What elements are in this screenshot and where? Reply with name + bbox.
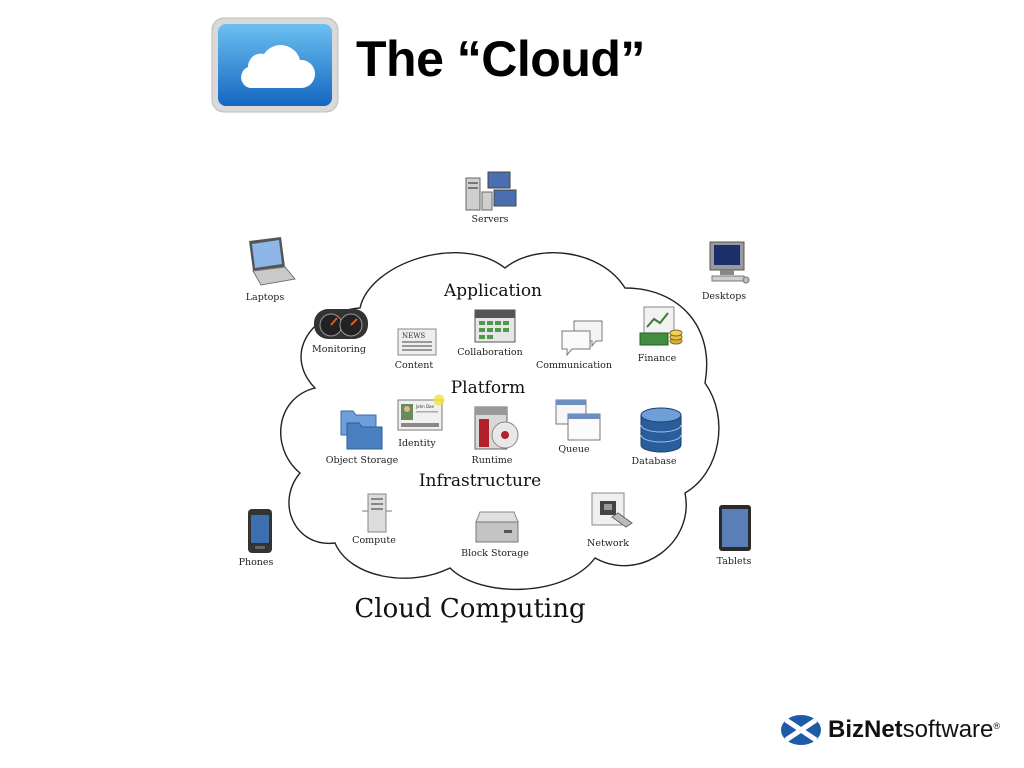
identity-label: Identity xyxy=(398,438,436,449)
phones-label: Phones xyxy=(238,557,274,568)
brand-registered-mark: ® xyxy=(993,721,1001,731)
communication-label: Communication xyxy=(536,360,612,371)
network-jack-icon xyxy=(590,491,636,539)
monitoring-label: Monitoring xyxy=(312,344,366,355)
svg-text:NEWS: NEWS xyxy=(402,332,425,340)
network-label: Network xyxy=(587,538,629,549)
chat-bubbles-icon xyxy=(560,319,604,361)
content-label: Content xyxy=(394,360,434,371)
compute-label: Compute xyxy=(352,535,396,546)
id-card-icon: John Doe xyxy=(397,394,447,436)
block-storage-label: Block Storage xyxy=(461,548,529,559)
monitoring-icon xyxy=(313,305,369,345)
phone-icon xyxy=(247,508,273,558)
svg-text:John Doe: John Doe xyxy=(415,404,434,409)
biznet-software-logo: BizNetsoftware® xyxy=(780,714,1000,746)
layer-platform: Platform xyxy=(450,378,526,398)
brand-name-regular: software xyxy=(902,716,994,743)
hard-drive-icon xyxy=(474,510,520,550)
compute-server-icon xyxy=(362,492,392,538)
layer-application: Application xyxy=(443,281,543,301)
object-storage-label: Object Storage xyxy=(325,455,399,466)
tablets-label: Tablets xyxy=(716,556,752,567)
diagram-caption: Cloud Computing xyxy=(354,594,586,624)
servers-label: Servers xyxy=(471,214,509,225)
tablet-icon xyxy=(718,504,752,556)
finance-icon xyxy=(638,305,684,353)
queue-windows-icon xyxy=(554,398,602,446)
cloud-app-icon xyxy=(210,16,340,114)
desktops-label: Desktops xyxy=(701,291,747,302)
folders-icon xyxy=(339,405,385,455)
brand-name-bold: BizNet xyxy=(828,716,903,743)
laptop-icon xyxy=(241,237,297,291)
finance-label: Finance xyxy=(637,353,677,364)
database-label: Database xyxy=(631,456,677,467)
database-icon xyxy=(639,407,683,457)
runtime-label: Runtime xyxy=(471,455,513,466)
laptops-label: Laptops xyxy=(245,292,285,303)
collaboration-label: Collaboration xyxy=(457,347,523,358)
newspaper-icon: NEWS xyxy=(397,328,437,360)
queue-label: Queue xyxy=(558,444,590,455)
page-title: The “Cloud” xyxy=(356,31,645,87)
layer-infrastructure: Infrastructure xyxy=(418,471,542,491)
runtime-icon xyxy=(473,405,521,455)
desktop-icon xyxy=(706,240,750,290)
biznet-logo-icon xyxy=(781,715,821,745)
servers-icon xyxy=(464,170,522,216)
calendar-icon xyxy=(474,306,516,348)
